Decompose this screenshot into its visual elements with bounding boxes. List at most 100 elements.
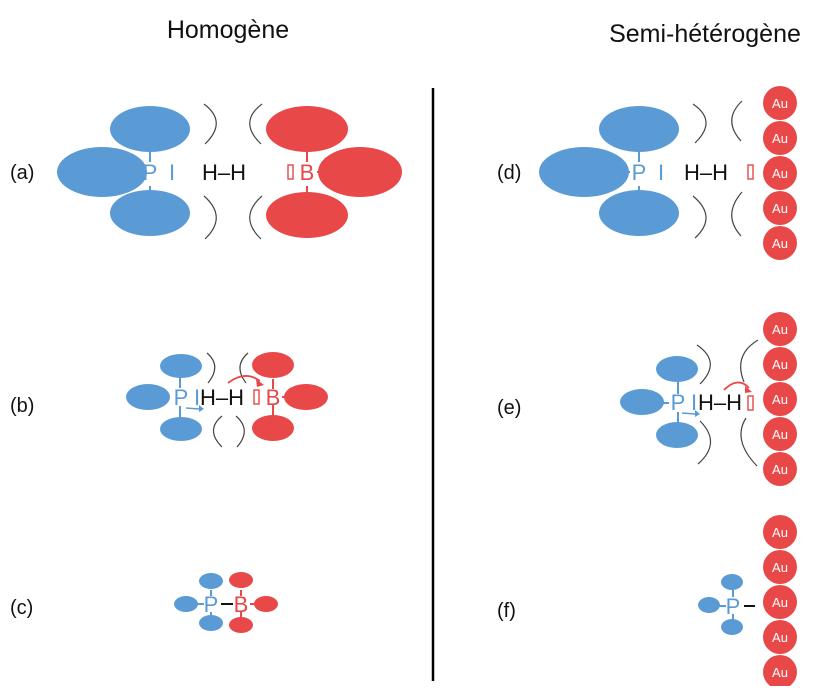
substituent-ellipse [229, 572, 253, 588]
frustration-arcs-d [692, 100, 743, 239]
phosphine-base-e: P I [620, 356, 700, 448]
steric-arc [697, 420, 712, 465]
gold-atom-label: Au [772, 236, 788, 251]
dihydrogen-d: H–H [684, 160, 728, 185]
gold-atom: Au [763, 347, 797, 381]
gold-atom: Au [763, 585, 797, 619]
gold-atom: Au [763, 312, 797, 346]
dihydrogen-e: H–H [698, 390, 742, 415]
steric-arc [239, 352, 249, 384]
substituent-ellipse [698, 597, 720, 613]
row-label-e: (e) [497, 397, 521, 419]
lone-pair-marker: I [169, 160, 175, 185]
substituent-ellipse [599, 190, 679, 236]
substituent-ellipse [199, 615, 223, 631]
gold-atom-label: Au [772, 630, 788, 645]
vacant-orbital-icon [287, 164, 294, 180]
gold-atom: Au [763, 156, 797, 190]
substituent-ellipse [656, 422, 698, 448]
boron-atom: B [234, 592, 249, 617]
phosphine-base-a: P I [57, 106, 190, 236]
row-label-a: (a) [10, 162, 34, 184]
steric-arc [692, 195, 707, 239]
phosphine-base-d: P I [539, 106, 679, 236]
gold-atom-label: Au [772, 525, 788, 540]
gold-atom-label: Au [772, 201, 788, 216]
steric-arc [206, 352, 216, 384]
steric-arc [731, 191, 743, 237]
gold-atom: Au [763, 86, 797, 120]
steric-arc [235, 415, 245, 448]
vacant-orbital-icon [747, 164, 754, 180]
steric-arc [203, 195, 217, 240]
gold-atom: Au [763, 191, 797, 225]
steric-arc [203, 103, 217, 145]
phosphorus-atom: P [632, 160, 647, 185]
vacant-orbital-icon [747, 395, 754, 411]
gold-atom-label: Au [772, 595, 788, 610]
borane-acid-a: B [266, 106, 402, 238]
gold-atom-label: Au [772, 665, 788, 680]
lone-pair-marker: I [194, 385, 200, 410]
frustration-arcs-b [206, 352, 249, 448]
vacant-orbital-icon [253, 389, 260, 405]
substituent-ellipse [620, 389, 664, 415]
borane-acid-b: B [252, 352, 328, 441]
substituent-ellipse [254, 596, 278, 612]
lone-pair-marker: I [691, 390, 697, 415]
gold-atom-label: Au [772, 392, 788, 407]
gold-atom: Au [763, 620, 797, 654]
hydride-transfer-arrow [227, 375, 264, 387]
substituent-ellipse [126, 384, 170, 410]
gold-atom: Au [763, 226, 797, 260]
hydride-transfer-arrow [723, 381, 752, 393]
lone-pair-marker: I [658, 160, 664, 185]
substituent-ellipse [656, 356, 698, 382]
gold-atom-label: Au [772, 131, 788, 146]
substituent-ellipse [199, 573, 223, 589]
steric-arc [692, 103, 707, 144]
gold-atom: Au [763, 121, 797, 155]
row-label-f: (f) [497, 600, 516, 622]
row-label-c: (c) [10, 597, 33, 619]
steric-arc [249, 103, 263, 145]
substituent-ellipse [110, 106, 190, 152]
gold-atom: Au [763, 655, 797, 689]
substituent-ellipse [266, 192, 348, 238]
boron-atom: B [266, 385, 281, 410]
substituent-ellipse [252, 352, 294, 378]
row-label-d: (d) [497, 162, 521, 184]
substituent-ellipse [721, 574, 743, 590]
gold-atom-label: Au [772, 322, 788, 337]
substituent-ellipse [252, 415, 294, 441]
heading-semi-heterogeneous: Semi-hétérogène [609, 20, 801, 48]
steric-arc [731, 100, 743, 142]
phosphine-base-b: P I [126, 354, 204, 441]
gold-atom: Au [763, 515, 797, 549]
substituent-ellipse [539, 147, 629, 197]
frustration-arcs-e [696, 339, 759, 467]
steric-arc [740, 339, 759, 383]
steric-arc [740, 417, 758, 467]
electron-push-arrowhead [199, 405, 204, 412]
substituent-ellipse [174, 596, 198, 612]
boron-atom: B [300, 160, 315, 185]
phosphorus-atom: P [174, 385, 189, 410]
substituent-ellipse [599, 106, 679, 152]
substituent-ellipse [110, 190, 190, 236]
gold-atom-label: Au [772, 166, 788, 181]
panel-b: P I H–H B [126, 352, 328, 448]
heading-homogeneous: Homogène [167, 16, 289, 44]
substituent-ellipse [229, 617, 253, 633]
steric-arc [696, 344, 711, 385]
electron-push-arrowhead [695, 410, 700, 417]
steric-arc [249, 195, 263, 240]
phosphorus-atom: P [143, 160, 158, 185]
substituent-ellipse [57, 147, 147, 197]
substituent-ellipse [318, 147, 402, 197]
dihydrogen-b: H–H [200, 385, 244, 410]
